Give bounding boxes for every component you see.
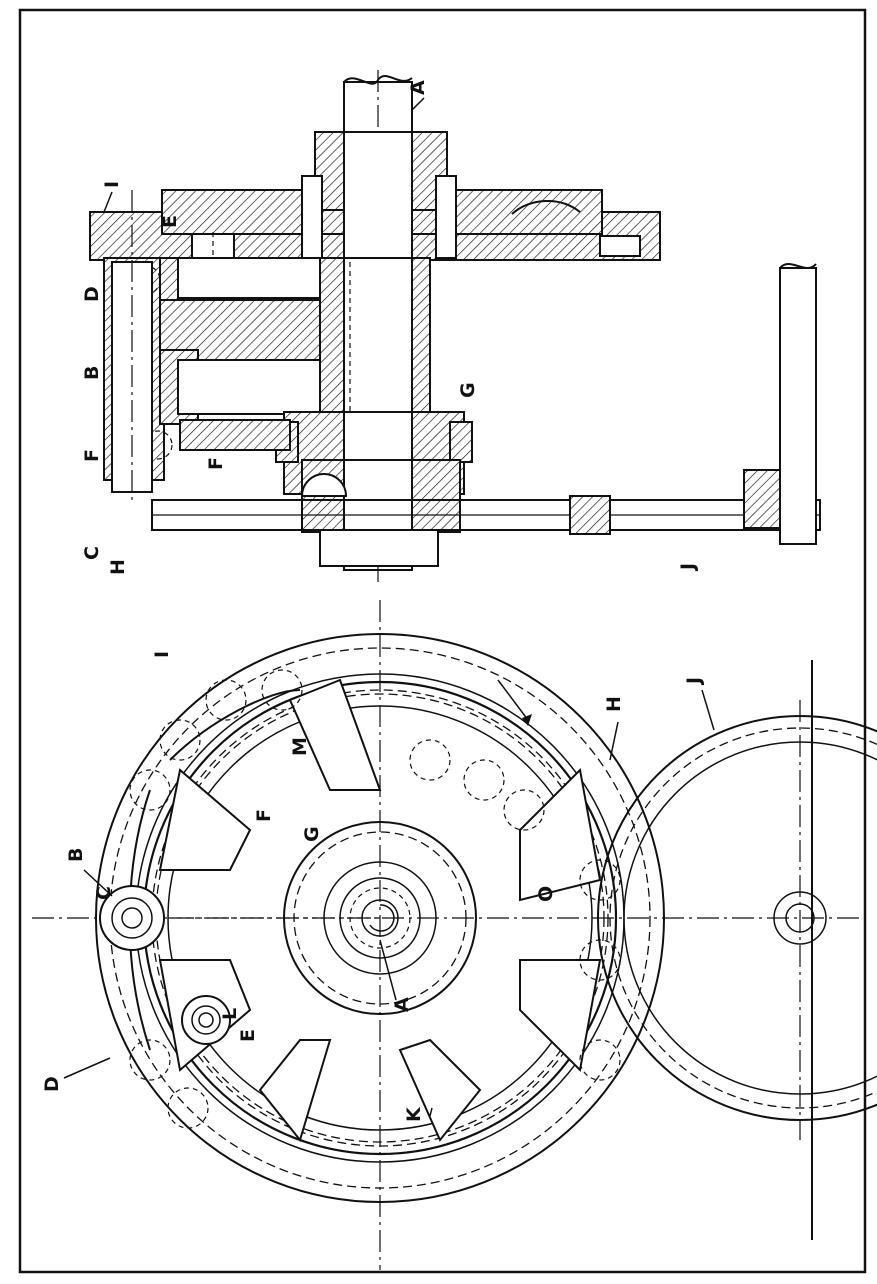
gear-h-spokes (158, 678, 602, 1143)
label-k-bottom: K (403, 1106, 425, 1122)
label-f-top-1: F (81, 449, 103, 462)
label-g-top: G (457, 382, 479, 398)
label-c-top: C (81, 546, 103, 560)
label-d-top: D (81, 286, 103, 302)
label-e-top: E (159, 215, 181, 228)
label-h-top: H (107, 559, 129, 575)
label-j-bottom: J (683, 677, 705, 686)
rolling-circles (129, 669, 621, 1129)
label-c-bottom: C (93, 886, 115, 900)
label-o-bottom: O (535, 886, 557, 902)
carrier-f-arc (169, 689, 301, 761)
label-a-bottom: A (391, 997, 413, 1012)
label-f-top-2: F (205, 457, 227, 470)
label-f-bottom: F (253, 809, 275, 822)
planet-l (181, 995, 231, 1045)
sectional-view (89, 70, 821, 585)
label-a-top: A (407, 80, 429, 95)
label-e-bottom: E (237, 1029, 259, 1042)
sectional-labels: A I E D B G F F C H J (81, 80, 699, 575)
plan-view (32, 600, 877, 1270)
plan-labels: D B C I F E L A G M K O H J (41, 651, 715, 1122)
shaft-j (779, 267, 817, 545)
label-i-top: I (101, 181, 123, 188)
label-j-top: J (677, 563, 699, 572)
label-h-bottom: H (603, 696, 625, 712)
drawing-border (18, 8, 867, 1274)
label-b-bottom: B (65, 848, 87, 862)
label-l-bottom: L (219, 1008, 241, 1020)
label-i-bottom: I (151, 651, 173, 658)
label-g-bottom: G (301, 826, 323, 842)
label-b-top: B (81, 366, 103, 380)
label-m-bottom: M (289, 737, 311, 756)
planet-b (99, 885, 165, 951)
label-d-bottom: D (41, 1076, 63, 1092)
